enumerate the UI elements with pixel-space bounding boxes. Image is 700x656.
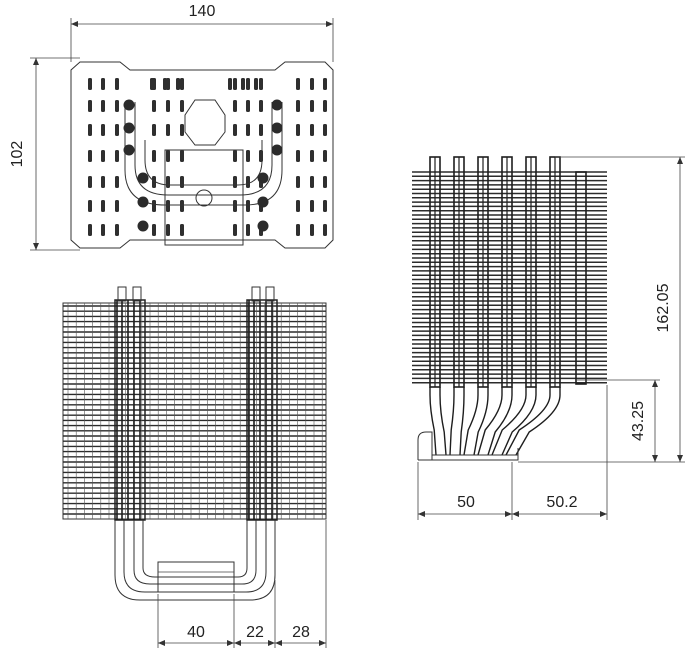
heatpipe-outline: [124, 102, 283, 206]
top-height-label: 102: [9, 141, 26, 168]
base-block: [164, 149, 244, 246]
fin-slots: [88, 78, 327, 236]
heatpipe-column-left: [114, 299, 146, 521]
center-screw: [195, 189, 213, 207]
top-width-label: 140: [189, 3, 216, 20]
front-fins: [63, 303, 326, 519]
side-base-height-label: 43.25: [630, 401, 647, 441]
front-width-a-label: 40: [187, 624, 205, 641]
side-height-label: 162.05: [655, 283, 672, 332]
side-view: 162.05 43.25 50 50.2: [412, 156, 685, 520]
heatpipe-joints: [123, 99, 283, 232]
front-width-c-label: 28: [292, 624, 310, 641]
side-width-b-label: 50.2: [546, 494, 577, 511]
side-width-a-label: 50: [457, 494, 475, 511]
heatpipe-column-right: [246, 299, 278, 521]
top-view: 140 102: [9, 3, 334, 251]
top-plate-outline: [70, 61, 334, 249]
side-base: [417, 431, 519, 461]
front-fin-stack: [62, 302, 327, 520]
side-fins: [412, 171, 607, 384]
front-heatpipe-bottom: [114, 520, 276, 601]
mount-hole: [184, 99, 226, 146]
front-view: 40 22 28: [62, 286, 327, 648]
front-width-b-label: 22: [246, 624, 264, 641]
front-base-block: [157, 561, 235, 593]
